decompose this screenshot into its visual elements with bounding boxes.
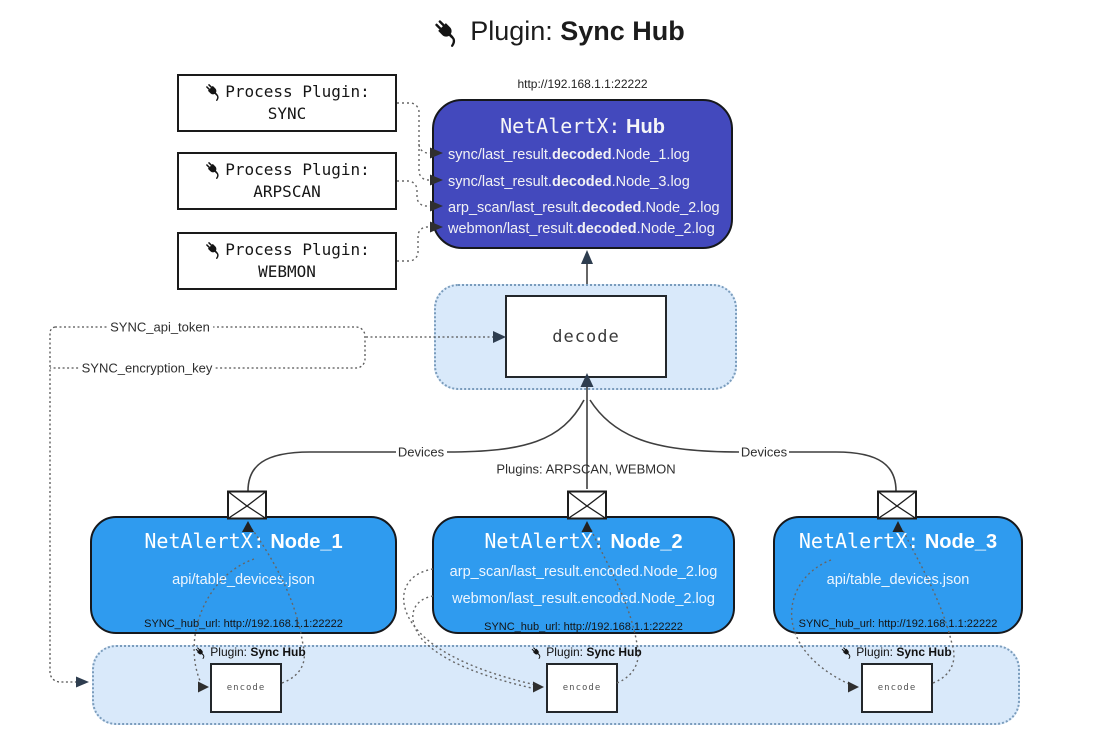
node-title: NetAlertX: Node_2	[484, 529, 683, 553]
plugin-name: WEBMON	[258, 262, 316, 281]
node-hub-url: SYNC_hub_url: http://192.168.1.1:22222	[798, 618, 998, 630]
hub-title: NetAlertX: Hub	[500, 114, 665, 138]
plug-icon	[435, 19, 456, 47]
plugin-name: SYNC	[267, 104, 307, 123]
decode-to-hub-connector	[581, 250, 593, 284]
node-file-line: api/table_devices.json	[826, 572, 970, 588]
node-hub-url: SYNC_hub_url: http://192.168.1.1:22222	[144, 618, 343, 630]
node-title: NetAlertX: Node_1	[144, 529, 343, 553]
plug-icon	[206, 242, 219, 260]
plug-icon	[206, 84, 219, 102]
devices-label-right: Devices	[740, 444, 788, 460]
plugin-label: Process Plugin:	[225, 239, 370, 259]
hub-log-line: sync/last_result.decoded.Node_1.log	[448, 147, 690, 163]
process-plugin-box-sync: Process Plugin: SYNC	[177, 74, 397, 132]
plugins-label: Plugins: ARPSCAN, WEBMON	[496, 461, 676, 477]
envelope-icon	[567, 490, 607, 520]
plugin-label: Process Plugin:	[225, 81, 370, 101]
node-file-line: arp_scan/last_result.encoded.Node_2.log	[449, 564, 718, 580]
plug-icon	[195, 646, 205, 659]
node-box-node3: NetAlertX: Node_3 api/table_devices.json…	[773, 516, 1023, 634]
node-title: NetAlertX: Node_3	[798, 529, 998, 553]
sync-hub-plugin-label: Plugin: Sync Hub	[530, 645, 642, 659]
plug-icon	[531, 646, 541, 659]
encode-box: encode	[546, 663, 618, 713]
process-plugin-box-webmon: Process Plugin: WEBMON	[177, 232, 397, 290]
page-title: Plugin: Sync Hub	[0, 16, 1117, 47]
plugin-name: ARPSCAN	[253, 182, 321, 201]
title-text: Plugin: Sync Hub	[470, 16, 685, 46]
hub-url-label: http://192.168.1.1:22222	[517, 77, 648, 91]
sync-encryption-key-label: SYNC_encryption_key	[78, 360, 216, 376]
plugin-label: Process Plugin:	[225, 159, 370, 179]
process-plugin-box-arpscan: Process Plugin: ARPSCAN	[177, 152, 397, 210]
envelope-icon	[227, 490, 267, 520]
node-hub-url: SYNC_hub_url: http://192.168.1.1:22222	[484, 621, 683, 633]
sync-api-token-label: SYNC_api_token	[107, 319, 213, 335]
arrowhead	[581, 250, 593, 264]
plug-icon	[841, 646, 851, 659]
envelope-icon	[877, 490, 917, 520]
decode-box: decode	[505, 295, 667, 378]
sync-hub-plugin-label: Plugin: Sync Hub	[194, 645, 306, 659]
node-file-line: webmon/last_result.encoded.Node_2.log	[452, 591, 715, 607]
hub-log-line: sync/last_result.decoded.Node_3.log	[448, 174, 690, 190]
node-box-node1: NetAlertX: Node_1 api/table_devices.json…	[90, 516, 397, 634]
devices-label-left: Devices	[397, 444, 445, 460]
sync-hub-plugin-label: Plugin: Sync Hub	[840, 645, 952, 659]
node-box-node2: NetAlertX: Node_2 arp_scan/last_result.e…	[432, 516, 735, 634]
hub-log-line: webmon/last_result.decoded.Node_2.log	[448, 221, 715, 237]
arrowhead	[76, 676, 89, 688]
plug-icon	[206, 162, 219, 180]
hub-log-line: arp_scan/last_result.decoded.Node_2.log	[448, 200, 720, 216]
encode-box: encode	[210, 663, 282, 713]
encode-box: encode	[861, 663, 933, 713]
hub-box: NetAlertX: Hub sync/last_result.decoded.…	[432, 99, 733, 249]
node-file-line: api/table_devices.json	[172, 572, 315, 588]
